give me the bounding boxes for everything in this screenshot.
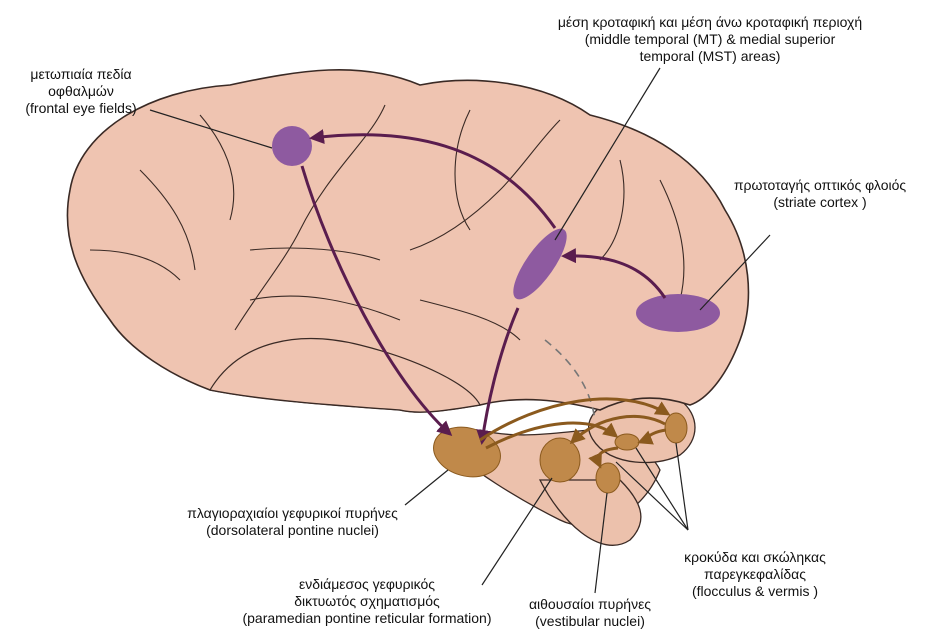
striate-greek: πρωτοταγής οπτικός φλοιός [715, 177, 925, 194]
mt-mst-english-1: (middle temporal (MT) & medial superior [520, 31, 900, 48]
striate-english: (striate cortex ) [715, 194, 925, 211]
fef-greek-2: οφθαλμών [6, 83, 156, 100]
vestibular-nuclei [596, 463, 620, 493]
flocculus-nucleus [615, 434, 639, 450]
paramedian-english: (paramedian pontine reticular formation) [222, 610, 512, 627]
label-frontal-eye-fields: μετωπιαία πεδία οφθαλμών (frontal eye fi… [6, 66, 156, 117]
paramedian-greek-2: δικτυωτός σχηματισμός [222, 593, 512, 610]
label-dorsolateral-pontine: πλαγιοραχιαίοι γεφυρικοί πυρήνες (dorsol… [160, 505, 425, 539]
mt-mst-greek: μέση κροταφική και μέση άνω κροταφική πε… [520, 14, 900, 31]
vestibular-greek: αιθουσαίοι πυρήνες [510, 596, 670, 613]
vestibular-english: (vestibular nuclei) [510, 613, 670, 630]
dorsolateral-greek: πλαγιοραχιαίοι γεφυρικοί πυρήνες [160, 505, 425, 522]
fef-greek-1: μετωπιαία πεδία [6, 66, 156, 83]
label-paramedian-pontine: ενδιάμεσος γεφυρικός δικτυωτός σχηματισμ… [222, 576, 512, 627]
vermis-nucleus [665, 413, 687, 443]
flocculus-english: (flocculus & vermis ) [660, 583, 850, 600]
frontal-eye-fields-area [272, 126, 312, 166]
mt-mst-english-2: temporal (MST) areas) [520, 48, 900, 65]
flocculus-greek-2: παρεγκεφαλίδας [660, 566, 850, 583]
leader-dorsolateral [405, 470, 448, 505]
label-mt-mst: μέση κροταφική και μέση άνω κροταφική πε… [520, 14, 900, 65]
striate-cortex-area [636, 294, 720, 332]
paramedian-pontine-formation [540, 438, 580, 482]
leader-flocculus-2 [676, 443, 688, 530]
fef-english: (frontal eye fields) [6, 100, 156, 117]
label-vestibular: αιθουσαίοι πυρήνες (vestibular nuclei) [510, 596, 670, 630]
dorsolateral-english: (dorsolateral pontine nuclei) [160, 522, 425, 539]
flocculus-greek-1: κροκύδα και σκώληκας [660, 549, 850, 566]
label-striate-cortex: πρωτοταγής οπτικός φλοιός (striate corte… [715, 177, 925, 211]
paramedian-greek-1: ενδιάμεσος γεφυρικός [222, 576, 512, 593]
label-flocculus-vermis: κροκύδα και σκώληκας παρεγκεφαλίδας (flo… [660, 549, 850, 600]
